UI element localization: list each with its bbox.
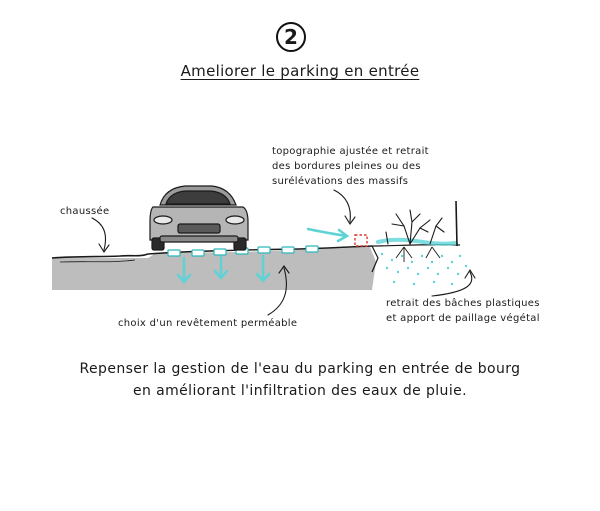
page-title-text: Ameliorer le parking en entrée (180, 62, 420, 80)
topography-label: topographie ajustée et retrait des bordu… (272, 144, 429, 189)
car-bumper (159, 235, 239, 243)
caption: Repenser la gestion de l'eau du parking … (0, 358, 600, 402)
tarps-label: retrait des bâches plastiques et apport … (386, 296, 540, 326)
permeable-pavers (167, 245, 319, 257)
leader-surface (267, 267, 287, 316)
leader-topography (333, 189, 351, 223)
tarps-label-line2: et apport de paillage végétal (386, 313, 540, 324)
topography-label-line3: surélévations des massifs (272, 176, 409, 187)
roadway-label: chaussée (60, 206, 110, 217)
paver (305, 245, 319, 253)
infiltration-arrow-2 (213, 255, 229, 280)
car-headlight-right (225, 215, 245, 225)
infiltration-arrow-3 (255, 254, 271, 283)
soil-infiltration-dots (380, 252, 468, 286)
leader-roadway (91, 217, 107, 251)
road-surface-line (51, 253, 149, 259)
paver (257, 246, 271, 254)
leader-topography-head (344, 215, 356, 225)
caption-line2: en améliorant l'infiltration des eaux de… (133, 383, 467, 399)
page-title: Ameliorer le parking en entrée (0, 62, 600, 80)
parking-edge (371, 245, 379, 273)
infiltration-arrow-1 (176, 256, 192, 284)
tarps-label-line1: retrait des bâches plastiques (386, 298, 540, 309)
car-grille (177, 223, 221, 234)
leader-lines (91, 189, 476, 316)
runoff-arrow (306, 227, 350, 243)
infiltration-arrows (176, 254, 271, 284)
car-headlight-left (153, 215, 173, 225)
paver (213, 248, 227, 256)
removed-curb-marker (354, 234, 368, 247)
paver (167, 249, 181, 257)
caption-line1: Repenser la gestion de l'eau du parking … (79, 361, 521, 377)
paver (281, 246, 295, 254)
step-number-badge: 2 (276, 22, 306, 52)
ground-section (52, 247, 376, 290)
leader-surface-head (278, 265, 290, 274)
road-surface-line-2 (59, 259, 136, 263)
topography-label-line1: topographie ajustée et retrait (272, 146, 429, 157)
car-windshield (165, 190, 231, 205)
car-illustration (149, 185, 249, 251)
paver (191, 249, 205, 257)
leader-roadway-head (98, 243, 110, 253)
shrub-illustration (385, 209, 445, 245)
permeable-surface-label: choix d'un revêtement perméable (118, 318, 298, 329)
garden-water-pool (376, 237, 458, 246)
topography-label-line2: des bordures pleines ou des (272, 161, 421, 172)
leader-tarps (431, 271, 473, 297)
leader-tarps-head (464, 268, 476, 279)
roots (395, 246, 441, 262)
step-number: 2 (284, 25, 298, 49)
garden-stake (455, 200, 458, 247)
